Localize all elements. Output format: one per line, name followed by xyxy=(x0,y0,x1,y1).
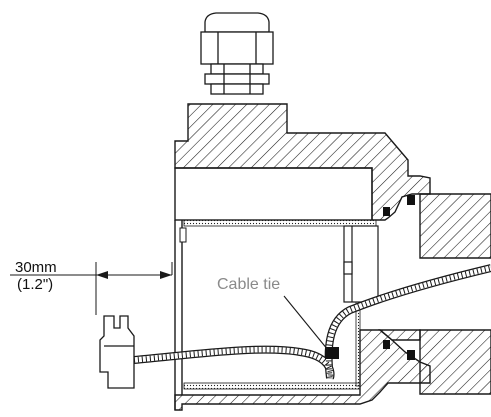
mounting-bracket xyxy=(343,225,379,303)
connector-plug xyxy=(99,315,135,389)
pipe-wall xyxy=(378,193,491,395)
cable xyxy=(133,264,491,380)
cable-gland xyxy=(200,12,274,95)
housing-lower xyxy=(174,329,431,411)
dimension-label-inch: (1.2") xyxy=(17,276,54,293)
housing-upper xyxy=(174,103,431,221)
cable-tie-label: Cable tie xyxy=(217,276,281,293)
cable-tie-mark xyxy=(325,347,339,359)
seal-rings xyxy=(383,195,415,360)
wall-clip xyxy=(179,227,187,243)
dimension-label-mm: 30mm xyxy=(15,259,57,276)
dimension-30mm xyxy=(10,262,173,315)
cable-tie-leader xyxy=(283,295,329,351)
